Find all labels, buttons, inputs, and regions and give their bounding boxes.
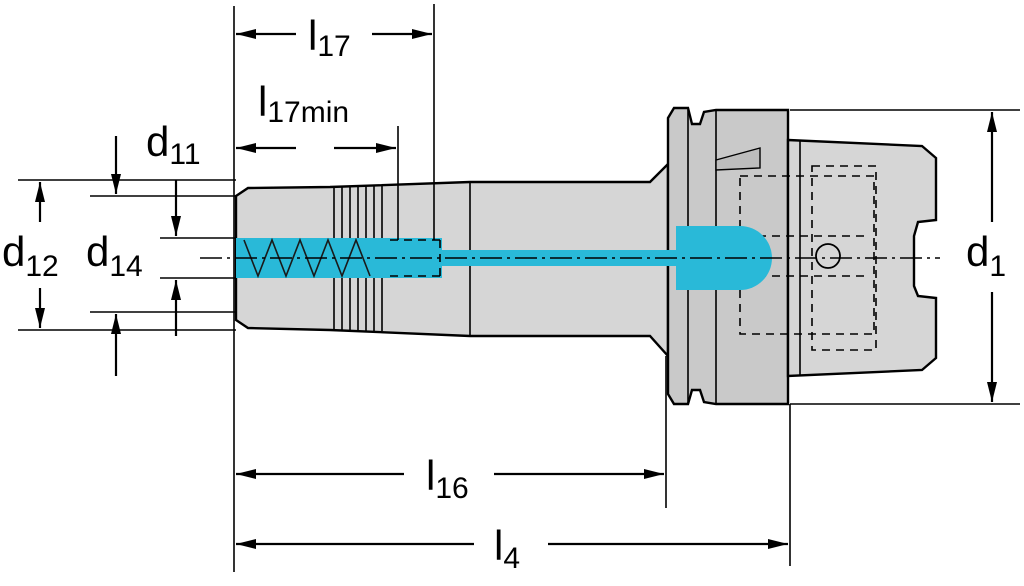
- label-l16: l16: [426, 452, 469, 505]
- hsk-taper: [786, 138, 938, 378]
- label-d12: d12: [2, 228, 59, 283]
- label-d11: d11: [146, 118, 201, 171]
- label-l4: l4: [494, 522, 520, 575]
- label-l17: l17: [308, 12, 351, 63]
- label-d14: d14: [86, 228, 143, 283]
- label-l17min: l17min: [258, 78, 349, 129]
- dimension-arrows: [35, 29, 997, 549]
- extension-lines: [18, 4, 1020, 572]
- label-d1: d1: [966, 228, 1006, 283]
